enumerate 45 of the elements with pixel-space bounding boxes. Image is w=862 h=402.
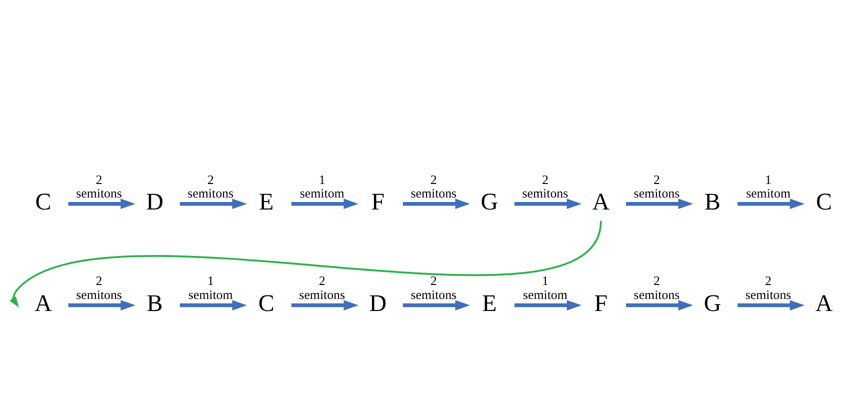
node-text: A xyxy=(592,190,610,216)
node-text: G xyxy=(480,190,498,216)
arrow xyxy=(626,300,694,310)
edge-label: 1 semitom xyxy=(746,172,790,201)
edge-label: 2 semitons xyxy=(76,274,122,302)
node-text: B xyxy=(704,190,720,216)
arrow xyxy=(626,198,694,210)
node-text: A xyxy=(34,291,52,318)
arrow xyxy=(402,198,470,210)
node-text: F xyxy=(371,190,385,216)
arrow xyxy=(68,198,136,210)
edge-label: 1 semitom xyxy=(300,172,344,201)
edge-label: 2 semitons xyxy=(745,274,792,302)
edge-label: 2 semitons xyxy=(634,274,680,302)
edge-label: 2 semitons xyxy=(188,172,234,201)
arrow xyxy=(738,300,805,310)
node-text: E xyxy=(482,291,497,318)
node-text: B xyxy=(146,291,163,318)
node-text: G xyxy=(704,291,722,318)
node-text: A xyxy=(815,291,833,318)
edge-label: 2 semitons xyxy=(634,172,680,201)
arrow xyxy=(291,300,359,310)
node-text: C xyxy=(35,190,52,216)
edge-label: 2 semitons xyxy=(76,172,122,201)
node-text: E xyxy=(259,190,274,216)
arrow xyxy=(68,300,136,310)
edge-label: 1 semitom xyxy=(522,274,568,302)
arrow xyxy=(514,198,582,210)
node-text: D xyxy=(369,291,387,318)
arrow xyxy=(180,300,247,310)
arrow xyxy=(9,220,602,308)
edge-label: 1 semitom xyxy=(188,274,233,302)
node-text: D xyxy=(146,190,164,216)
edge-label: 2 semitons xyxy=(410,172,457,201)
arrow xyxy=(514,300,582,310)
arrow xyxy=(402,300,470,310)
node-text: C xyxy=(258,291,274,318)
node-text: F xyxy=(594,291,608,318)
arrow xyxy=(180,198,247,210)
edge-label: 2 semitons xyxy=(299,274,346,302)
edge-label: 2 semitons xyxy=(522,172,568,201)
edge-label: 2 semitons xyxy=(410,274,457,302)
node-text: C xyxy=(816,190,832,216)
arrow xyxy=(291,198,359,210)
arrow xyxy=(738,198,805,210)
